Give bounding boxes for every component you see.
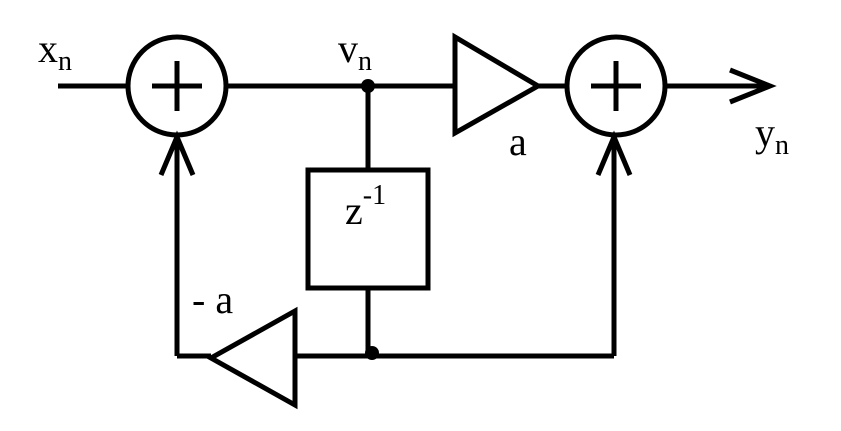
junction-dot-vn (361, 79, 375, 93)
forward-gain-label: a (509, 119, 527, 164)
junction-dot-bottom (365, 346, 379, 360)
output-label: yn (755, 110, 789, 161)
amplifier-neg-a-triangle (205, 306, 298, 410)
bypass-arrowhead (595, 130, 633, 176)
delay-label: z-1 (345, 180, 386, 233)
feedback-gain-label: - a (192, 277, 233, 322)
output-arrowhead (729, 67, 777, 105)
input-label: xn (38, 26, 72, 77)
node-label: vn (338, 26, 372, 77)
feedback-arrowhead (158, 130, 196, 176)
amplifier-a-triangle (452, 32, 543, 138)
